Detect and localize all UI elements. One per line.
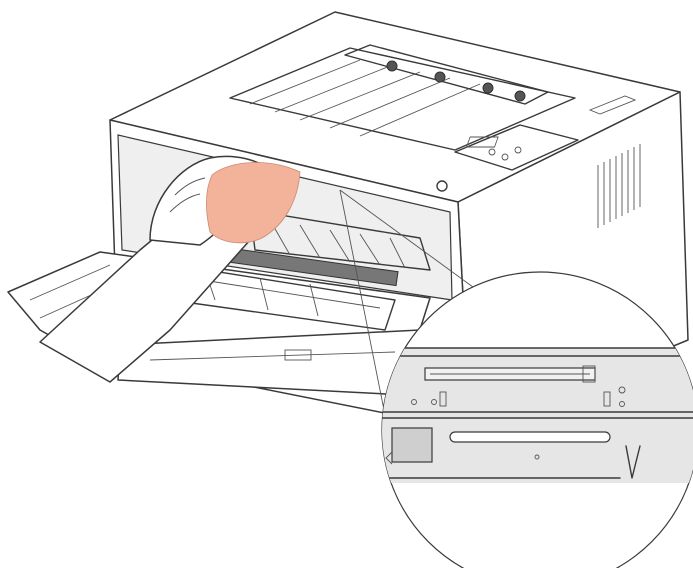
model-label [588, 95, 637, 115]
exit-slot [344, 44, 549, 105]
zoom-screw [619, 401, 625, 407]
zoom-tab [603, 391, 611, 407]
panel-display [465, 136, 499, 148]
exit-roller [434, 71, 446, 83]
panel-button [514, 146, 522, 154]
zoom-screw [618, 386, 626, 394]
panel-button [501, 153, 509, 161]
zoom-left-block [391, 427, 433, 463]
exit-roller [386, 60, 398, 72]
zoom-pin [534, 454, 540, 460]
hand-icon [39, 155, 301, 383]
power-button-icon [436, 180, 448, 192]
zoom-screw [431, 399, 437, 405]
output-tray [229, 47, 576, 151]
jammed-paper-highlight [206, 162, 301, 244]
zoom-screw [411, 399, 417, 405]
vent-grille [597, 144, 641, 228]
exit-roller [514, 90, 526, 102]
exit-roller [482, 82, 494, 94]
control-panel [454, 124, 579, 171]
zoom-tab [439, 391, 447, 407]
zoom-clip-right [582, 365, 596, 383]
zoom-lower-slot [449, 431, 611, 443]
cover-latch [284, 349, 312, 361]
magnifier-callout-icon [381, 271, 693, 568]
callout-lines [339, 189, 489, 431]
panel-button [488, 148, 496, 156]
